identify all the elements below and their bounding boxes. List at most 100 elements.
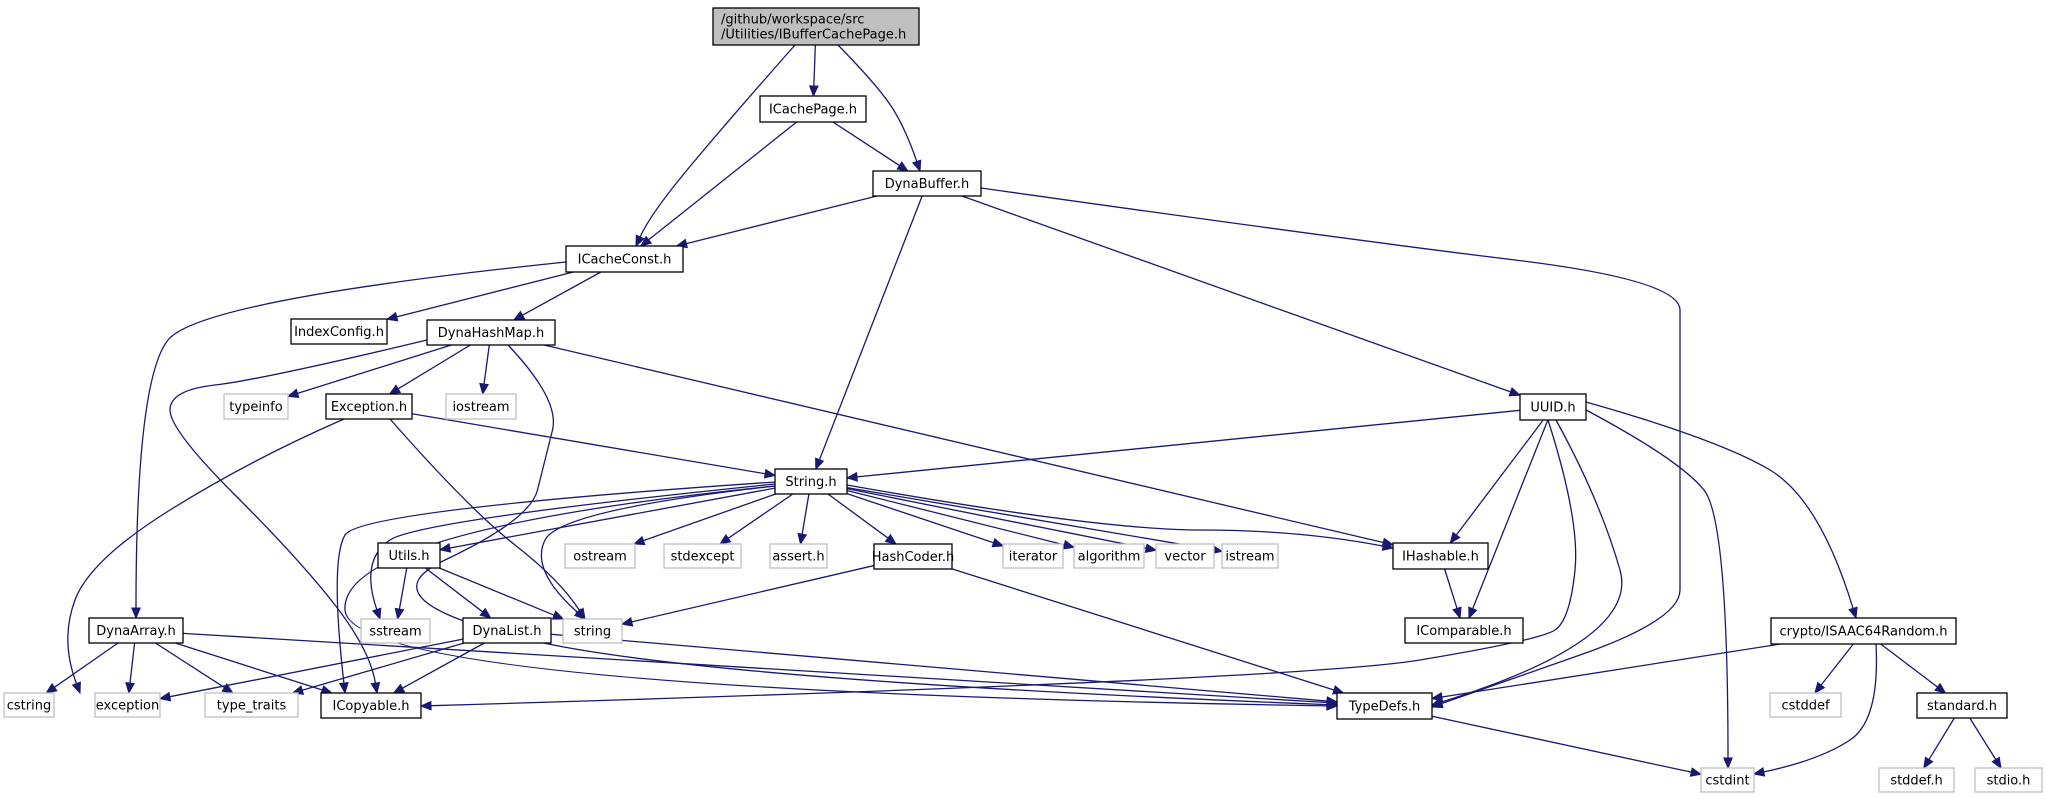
node-string[interactable]: String.h — [774, 468, 848, 495]
edge-DynaList-to-exception — [169, 638, 464, 698]
node-dynalist[interactable]: DynaList.h — [462, 617, 552, 644]
edge-String-to-istream — [846, 486, 1213, 551]
node-typedefs[interactable]: TypeDefs.h — [1336, 692, 1433, 720]
node-box — [774, 468, 848, 495]
node-label: IndexConfig.h — [294, 325, 384, 340]
node-icopyable[interactable]: ICopyable.h — [320, 692, 422, 719]
node-label: standard.h — [1927, 699, 1997, 714]
node-icachepage[interactable]: ICachePage.h — [759, 95, 867, 123]
node-box — [1002, 543, 1064, 569]
node-ihashable[interactable]: IHashable.h — [1392, 542, 1489, 570]
node-label: Exception.h — [331, 400, 407, 415]
node-label: stddef.h — [1890, 774, 1942, 789]
edge-TypeDefs-to-cstdint — [1431, 715, 1692, 773]
node-iterator: iterator — [1002, 543, 1064, 569]
arrowhead-DynaHashMap-to-typeinfo — [286, 388, 300, 398]
node-vector: vector — [1155, 543, 1215, 569]
edges-layer — [45, 44, 2002, 777]
node-label: stdexcept — [671, 550, 735, 565]
edge-ICacheConst-to-DynaHashMap — [522, 271, 602, 316]
edge-HashCoder-to-string — [631, 564, 875, 623]
node-dynabuffer[interactable]: DynaBuffer.h — [872, 170, 982, 197]
arrowhead-String-to-IHashable — [1381, 541, 1395, 551]
arrowhead-ISAAC64-to-cstddef — [1814, 681, 1826, 695]
arrowhead-String-to-assert — [797, 532, 808, 546]
edge-DynaArray-to-type_traits — [155, 642, 225, 689]
node-dynahashmap[interactable]: DynaHashMap.h — [426, 319, 556, 346]
node-box — [88, 617, 184, 644]
edge-String-to-HashCoder — [827, 493, 889, 539]
node-box — [445, 393, 517, 420]
arrowhead-String-to-string — [573, 608, 586, 620]
node-root[interactable]: /github/workspace/src/Utilities/IBufferC… — [712, 7, 920, 46]
node-box — [712, 7, 920, 46]
edge-String-to-algorithm — [846, 489, 1065, 546]
edge-Utils-to-string — [439, 567, 555, 616]
arrowhead-DynaHashMap-to-ICopyable — [370, 681, 381, 695]
node-box — [769, 543, 828, 569]
edge-String-to-ostream — [643, 493, 776, 542]
node-icacheconst[interactable]: ICacheConst.h — [565, 245, 684, 273]
arrowhead-DynaList-to-exception — [158, 691, 172, 702]
arrowhead-root-to-ICacheConst — [635, 234, 645, 248]
node-istream: istream — [1221, 543, 1279, 569]
edge-UUID-to-IComparable — [1472, 419, 1549, 609]
edge-String-to-vector — [846, 488, 1147, 549]
node-label: ICopyable.h — [332, 699, 409, 714]
edge-DynaHashMap-to-IHashable — [543, 344, 1384, 544]
node-standard[interactable]: standard.h — [1916, 692, 2008, 719]
node-label: assert.h — [772, 550, 824, 565]
node-isaac64[interactable]: crypto/ISAAC64Random.h — [1770, 617, 1957, 645]
node-box — [1700, 767, 1755, 793]
edge-DynaList-to-type_traits — [302, 642, 465, 691]
node-iostream: iostream — [445, 393, 517, 420]
arrowhead-TypeDefs-to-cstdint — [1689, 767, 1703, 777]
node-box — [325, 393, 413, 420]
node-icomparable[interactable]: IComparable.h — [1404, 617, 1524, 644]
edge-String-to-string — [540, 485, 776, 613]
node-box — [426, 319, 556, 346]
edge-DynaArray-to-exception — [129, 642, 136, 684]
node-box — [3, 692, 55, 718]
node-utils[interactable]: Utils.h — [377, 542, 441, 569]
node-ostream: ostream — [564, 543, 636, 569]
edge-ICacheConst-to-IndexConfig — [396, 271, 574, 318]
edge-DynaHashMap-to-iostream — [483, 344, 490, 385]
node-box — [873, 543, 953, 570]
node-hashcoder[interactable]: HashCoder.h — [872, 543, 955, 570]
edge-DynaArray-to-TypeDefs — [182, 632, 1328, 704]
node-exception[interactable]: Exception.h — [325, 393, 413, 420]
node-uuid[interactable]: UUID.h — [1519, 393, 1587, 421]
edge-ICacheConst-to-DynaArray — [135, 261, 567, 609]
node-label: Utils.h — [389, 549, 430, 564]
edge-Utils-to-sstream — [398, 567, 408, 610]
edge-DynaHashMap-to-typeinfo — [297, 344, 452, 395]
node-label: /github/workspace/src — [721, 13, 864, 28]
node-indexconfig[interactable]: IndexConfig.h — [290, 318, 388, 345]
node-label: ostream — [573, 550, 627, 565]
node-box — [562, 618, 623, 644]
node-stddef: stddef.h — [1878, 767, 1955, 793]
arrowhead-ICachePage-to-ICacheConst — [639, 235, 653, 247]
arrowhead-String-to-iterator — [991, 537, 1005, 548]
arrowhead-String-to-algorithm — [1062, 539, 1076, 550]
edge-root-to-ICacheConst — [639, 44, 796, 238]
arrowhead-String-to-sstream — [371, 607, 382, 621]
arrowhead-ISAAC64-to-TypeDefs — [1430, 692, 1444, 702]
node-label: iostream — [452, 400, 509, 415]
node-box — [223, 393, 289, 420]
edge-ISAAC64-to-cstddef — [1820, 643, 1854, 686]
node-label: DynaHashMap.h — [438, 326, 544, 341]
arrowhead-String-to-Utils — [438, 543, 452, 553]
node-box — [377, 542, 441, 569]
node-cstring: cstring — [3, 692, 55, 718]
node-label: istream — [1225, 550, 1274, 565]
node-label: algorithm — [1078, 550, 1141, 565]
edge-standard-to-stddef — [1928, 717, 1955, 760]
node-box — [462, 617, 552, 644]
edge-root-to-DynaBuffer — [837, 44, 918, 162]
node-label: iterator — [1009, 550, 1058, 565]
arrowhead-DynaList-to-TypeDefs — [1326, 696, 1339, 706]
edge-DynaList-to-TypeDefs — [550, 633, 1328, 702]
node-dynaarray[interactable]: DynaArray.h — [88, 617, 184, 644]
